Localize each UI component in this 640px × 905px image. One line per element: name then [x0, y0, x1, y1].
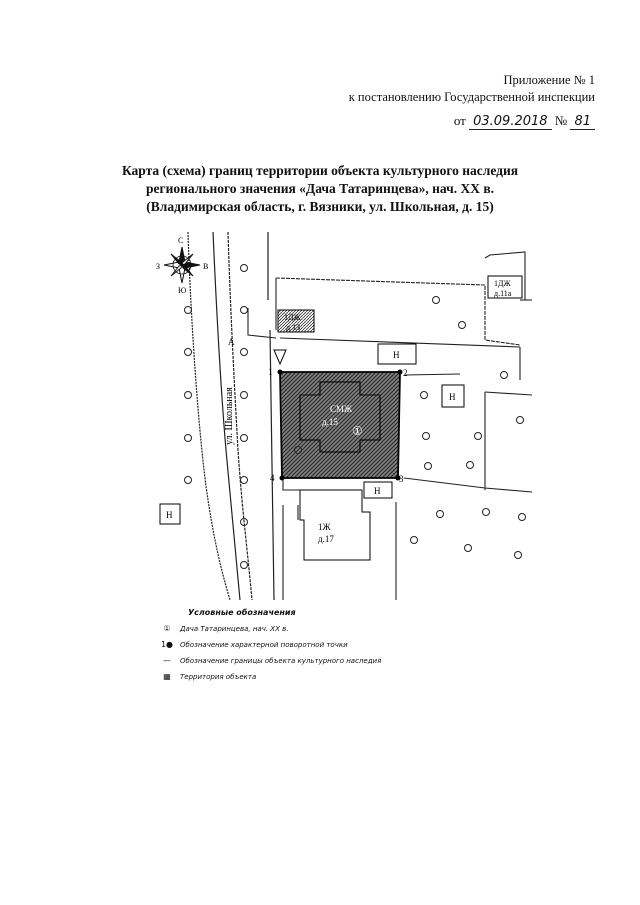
tree-icon [240, 264, 248, 272]
entrance-arrow [273, 349, 287, 366]
map-title: Карта (схема) границ территории объекта … [60, 162, 580, 216]
tree-icon [424, 462, 432, 470]
decree-date-line: от 03.09.2018 № 81 [453, 113, 595, 130]
tree-icon [184, 306, 192, 314]
tree-icon [184, 348, 192, 356]
tree-icon [420, 391, 428, 399]
building-1dzh-13 [277, 309, 315, 333]
compass-east: В [203, 262, 208, 271]
outbuilding-label-2: Н [449, 392, 456, 402]
building-1zh-17-label: 1Ж [318, 522, 332, 532]
legend: Условные обозначения ① Дача Татаринцева,… [160, 605, 460, 685]
legend-item-point: 1● Обозначение характерной поворотной то… [160, 637, 460, 653]
turning-point-icon: 1● [160, 640, 174, 649]
main-building-number: д.15 [322, 417, 338, 427]
tree-icon [240, 518, 248, 526]
appendix-line-2: к постановлению Государственной инспекци… [348, 90, 595, 104]
street-label: ул. Школьная [224, 387, 235, 445]
street-letter: А [228, 337, 235, 347]
tree-icon [482, 508, 490, 516]
main-building-label: СМЖ [330, 404, 353, 414]
legend-item-boundary: — Обозначение границы объекта культурног… [160, 653, 460, 669]
legend-title: Условные обозначения [188, 608, 296, 617]
outbuilding-label-1: Н [393, 350, 400, 360]
compass-west: З [156, 262, 160, 271]
outbuilding-label-4: Н [166, 510, 173, 520]
tree-icon [516, 416, 524, 424]
compass-south: Ю [178, 286, 186, 295]
building-1zh-17-number: д.17 [318, 534, 334, 544]
point-3: 3 [399, 474, 404, 484]
building-1dzh-13-label: 1ДЖ [284, 313, 301, 322]
building-1dzh-13-number: д.13 [286, 323, 300, 332]
tree-icon [500, 371, 508, 379]
tree-icon [464, 544, 472, 552]
legend-item-object: ① Дача Татаринцева, нач. XX в. [160, 621, 460, 637]
tree-icon [184, 476, 192, 484]
turning-points [277, 369, 403, 481]
title-line-3: (Владимирская область, г. Вязники, ул. Ш… [146, 199, 494, 214]
tree-icon [514, 551, 522, 559]
tree-icon [422, 432, 430, 440]
building-1dzh-11a-number: д.11а [494, 289, 512, 298]
tree-icon [240, 434, 248, 442]
outbuildings [159, 343, 465, 525]
main-building [299, 381, 381, 453]
tree-icon [518, 513, 526, 521]
tree-icon [466, 461, 474, 469]
compass-rose [163, 246, 201, 284]
tree-icon [294, 446, 302, 454]
appendix-line-1: Приложение № 1 [503, 73, 595, 87]
boundary-line-icon: — [163, 656, 171, 665]
legend-item-text: Дача Татаринцева, нач. XX в. [180, 625, 289, 633]
tree-icon [458, 321, 466, 329]
appendix-header: Приложение № 1 к постановлению Государст… [349, 72, 595, 106]
tree-icon [432, 296, 440, 304]
building-1zh-17 [299, 489, 371, 561]
building-1dzh-11a-label: 1ДЖ [494, 279, 511, 288]
building-1dzh-11a [487, 275, 523, 299]
decree-number: 81 [570, 114, 595, 130]
parcel-boundaries [247, 251, 533, 600]
legend-item-text: Территория объекта [180, 673, 257, 681]
object-marker: ① [352, 424, 363, 438]
tree-icon [184, 434, 192, 442]
point-1: 1 [268, 367, 273, 377]
tree-icon [184, 391, 192, 399]
date-prefix: от [453, 113, 466, 128]
point-2: 2 [403, 368, 408, 378]
tree-icon [474, 432, 482, 440]
tree-icon [240, 561, 248, 569]
legend-item-territory: ▦ Территория объекта [160, 669, 460, 685]
tree-icon [240, 391, 248, 399]
tree-icon [240, 306, 248, 314]
outbuilding-label-3: Н [374, 486, 381, 496]
title-line-2: регионального значения «Дача Татаринцева… [145, 181, 495, 196]
title-line-1: Карта (схема) границ территории объекта … [121, 163, 519, 178]
legend-item-text: Обозначение характерной поворотной точки [180, 641, 348, 649]
number-prefix: № [554, 113, 568, 128]
legend-item-text: Обозначение границы объекта культурного … [180, 657, 382, 665]
tree-icon [436, 510, 444, 518]
object-marker-icon: ① [163, 624, 171, 633]
street-edges [187, 231, 275, 601]
tree-icon [240, 348, 248, 356]
decree-date: 03.09.2018 [469, 114, 552, 130]
object-territory [279, 371, 401, 479]
tree-icon [240, 476, 248, 484]
tree-icon [410, 536, 418, 544]
territory-hatch-icon: ▦ [163, 672, 171, 681]
compass-north: С [178, 236, 183, 245]
point-4: 4 [270, 473, 275, 483]
trees [184, 264, 526, 569]
